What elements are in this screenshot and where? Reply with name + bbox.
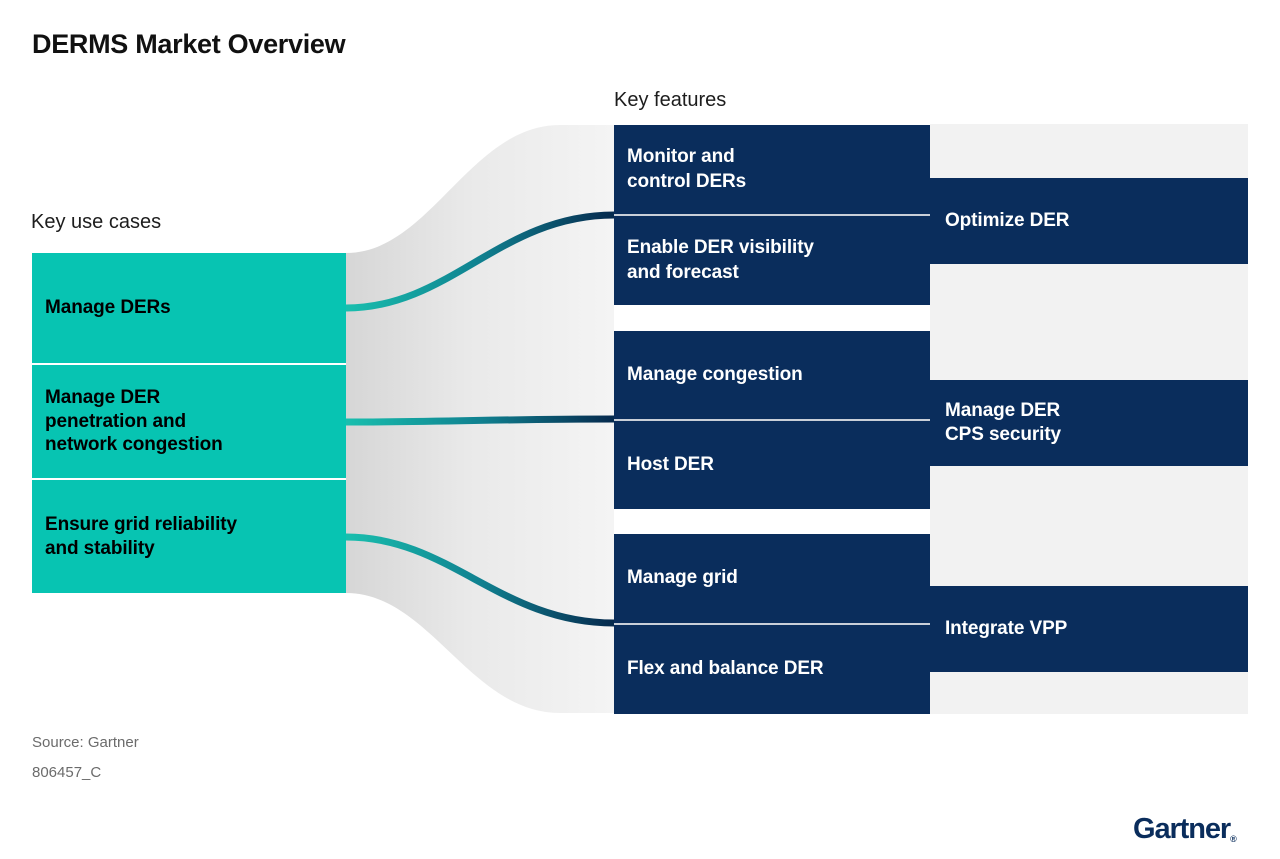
link-manage-der-penetration — [345, 415, 615, 426]
link-ensure-grid-reliability — [345, 533, 615, 627]
source-attribution: Source: Gartner — [32, 734, 139, 751]
column-heading-use-cases: Key use cases — [31, 211, 162, 233]
feature-label: Host DER — [627, 453, 714, 475]
outcome-label: Integrate VPP — [945, 617, 1068, 639]
chart-id-label: 806457_C — [32, 764, 102, 781]
feature-label: Flex and balance DER — [627, 658, 824, 680]
feature-box-flex-balance-der[interactable]: Flex and balance DER — [614, 625, 930, 714]
use-case-box-ensure-grid-reliability[interactable]: Ensure grid reliability and stability — [32, 480, 346, 593]
outcome-box-optimize-der[interactable]: Optimize DER — [930, 178, 1248, 264]
box-divider — [32, 478, 346, 480]
outcome-box-integrate-vpp[interactable]: Integrate VPP — [930, 586, 1248, 672]
gartner-logo: Gartner® — [1133, 814, 1259, 844]
box-divider — [32, 363, 346, 365]
page-title: DERMS Market Overview — [32, 29, 346, 59]
use-case-label: Ensure grid reliability and stability — [45, 513, 237, 559]
use-case-box-manage-ders[interactable]: Manage DERs — [32, 253, 346, 363]
use-case-label: Manage DER penetration and network conge… — [45, 386, 223, 456]
column-heading-key-features: Key features — [614, 89, 727, 111]
feature-box-manage-grid[interactable]: Manage grid — [614, 534, 930, 623]
gartner-logo-wordmark: Gartner — [1133, 813, 1231, 845]
feature-label: Enable DER visibility and forecast — [627, 237, 814, 283]
feature-box-enable-der-visibility[interactable]: Enable DER visibility and forecast — [614, 216, 930, 305]
feature-box-host-der[interactable]: Host DER — [614, 421, 930, 509]
use-case-box-manage-der-penetration[interactable]: Manage DER penetration and network conge… — [32, 365, 346, 478]
feature-label: Manage congestion — [627, 363, 803, 385]
feature-label: Monitor and control DERs — [627, 146, 747, 192]
box-divider — [614, 623, 930, 625]
link-manage-ders — [345, 211, 615, 312]
feature-box-monitor-control-ders[interactable]: Monitor and control DERs — [614, 125, 930, 214]
outcome-box-manage-der-cps-security[interactable]: Manage DER CPS security — [930, 380, 1248, 466]
feature-box-manage-congestion[interactable]: Manage congestion — [614, 331, 930, 419]
outcome-label: Manage DER CPS security — [945, 399, 1062, 445]
registered-trademark-icon: ® — [1230, 834, 1237, 845]
box-divider — [614, 214, 930, 216]
use-case-label: Manage DERs — [45, 297, 171, 319]
feature-label: Manage grid — [627, 567, 738, 589]
box-divider — [614, 419, 930, 421]
outcome-label: Optimize DER — [945, 209, 1070, 231]
